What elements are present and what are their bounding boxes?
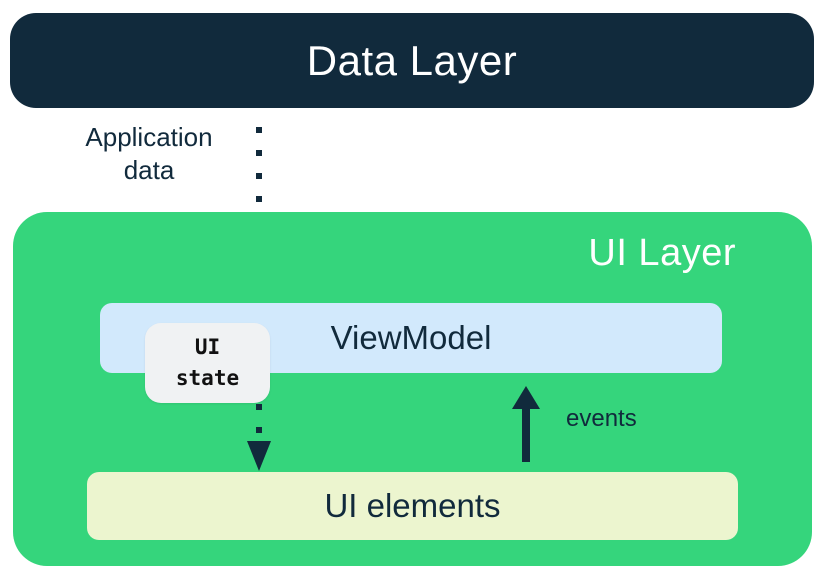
ui-elements-label: UI elements bbox=[324, 487, 501, 524]
arrowhead-down-icon bbox=[247, 441, 271, 471]
ui-elements-box: UI elements bbox=[87, 472, 738, 540]
ui-state-badge-line2: state bbox=[175, 366, 240, 390]
viewmodel-label: ViewModel bbox=[330, 319, 492, 356]
arrowhead-up-icon bbox=[512, 386, 540, 409]
ui-state-dotted-line bbox=[256, 404, 262, 442]
data-layer-label: Data Layer bbox=[306, 36, 518, 84]
ui-layer-label: UI Layer bbox=[588, 232, 736, 274]
data-layer-box: Data Layer bbox=[10, 13, 814, 108]
application-data-label-line2: data bbox=[123, 155, 175, 185]
events-label: events bbox=[566, 405, 637, 432]
application-data-label: Application data bbox=[58, 121, 240, 187]
application-data-dotted-line bbox=[256, 127, 262, 267]
ui-state-badge-line1: UI bbox=[194, 335, 221, 359]
events-arrow-line bbox=[522, 406, 530, 462]
ui-state-badge: UI state bbox=[145, 323, 270, 403]
application-data-label-line1: Application bbox=[85, 122, 213, 152]
